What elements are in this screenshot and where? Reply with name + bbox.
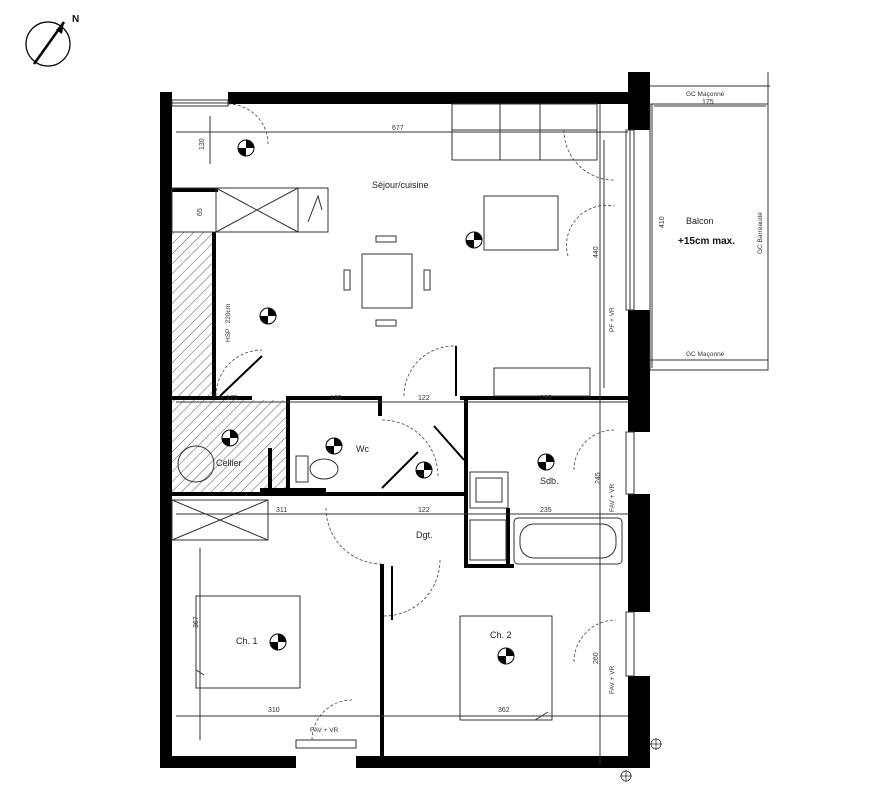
dim-ch1-top-311: 311 — [276, 507, 287, 514]
door-leaves — [219, 346, 465, 620]
dim-sdb-235-bottom: 235 — [540, 507, 552, 514]
dim-wc-130: 130 — [330, 395, 342, 402]
window-label-ch1: FAV + VR — [310, 727, 339, 734]
dim-cellier-175: 175 — [226, 395, 238, 402]
room-label-dgt: Dgt. — [416, 530, 433, 540]
balcony-gc-side: GC Barreaudé — [757, 212, 764, 254]
dim-dgt-122: 122 — [418, 507, 430, 514]
compass: N — [25, 14, 79, 67]
room-label-balcon: Balcon — [686, 216, 714, 226]
room-label-ch2: Ch. 2 — [490, 630, 512, 640]
dim-wc-122: 122 — [418, 395, 430, 402]
dim-ch2-w-362: 362 — [498, 707, 510, 714]
fixtures — [171, 72, 770, 764]
kitchen-cabinet-hatch — [172, 232, 216, 396]
dim-ch1-h-367: 367 — [193, 616, 200, 628]
dim-sejour-w: 677 — [392, 125, 404, 132]
room-label-wc: Wc — [356, 444, 369, 454]
dim-sdb-235-top: 235 — [540, 395, 552, 402]
hsp-note: HSP : 220cm — [225, 304, 232, 342]
north-label: N — [72, 14, 79, 25]
balcony-gc-top: GC Maçonné — [686, 91, 725, 98]
door-swings — [215, 103, 617, 741]
window-label-ch2: FAV + VR — [609, 665, 616, 694]
dim-ch1-w-310: 310 — [268, 707, 280, 714]
dim-sdb-245: 245 — [595, 472, 602, 484]
dim-top-left-130: 130 — [199, 138, 206, 150]
dim-balcony-w: 175 — [702, 99, 714, 106]
dim-ch2-260: 260 — [593, 652, 600, 664]
dim-sejour-h: 440 — [593, 246, 600, 258]
dim-balcony-h: 410 — [659, 216, 666, 228]
dim-cabinet-65: 65 — [197, 208, 204, 216]
balcony-gc-bottom: GC Maçonné — [686, 351, 725, 358]
window-label-sejour: PF + VR — [609, 307, 616, 332]
room-label-ch1: Ch. 1 — [236, 636, 258, 646]
room-label-sdb: Sdb. — [540, 476, 559, 486]
window-label-sdb: FAV + VR — [609, 483, 616, 512]
room-label-sejour: Séjour/cuisine — [372, 180, 429, 190]
room-label-cellier: Cellier — [216, 458, 242, 468]
walls — [160, 72, 650, 768]
balcony-note: +15cm max. — [678, 236, 735, 247]
outlet-symbols — [620, 738, 662, 782]
